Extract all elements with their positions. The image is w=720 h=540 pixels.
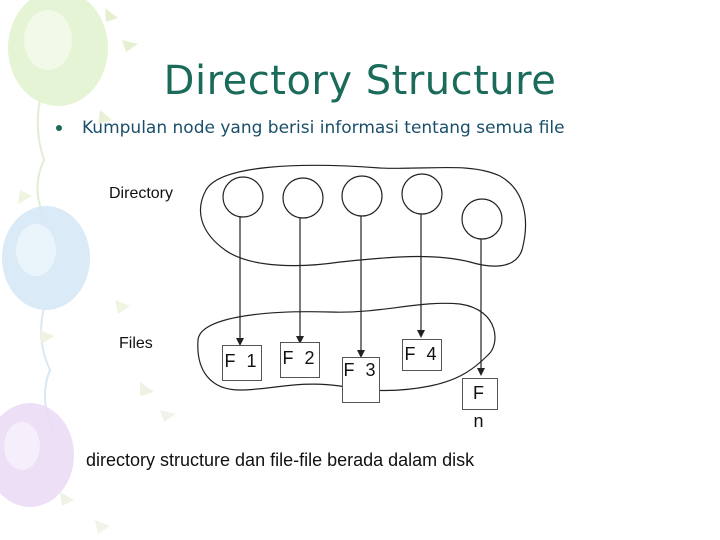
slide-title: Directory Structure xyxy=(163,58,557,104)
directory-node xyxy=(282,177,324,219)
directory-label: Directory xyxy=(109,185,174,202)
bullet-text: Kumpulan node yang berisi informasi tent… xyxy=(82,118,565,138)
directory-node xyxy=(341,175,383,217)
file-f2: F 2 xyxy=(280,342,320,378)
files-outline xyxy=(197,302,496,392)
directory-node xyxy=(222,176,264,218)
file-f3: F 3 xyxy=(342,357,380,403)
file-f4: F 4 xyxy=(402,339,442,371)
directory-node xyxy=(461,198,503,240)
file-fn: F n xyxy=(462,378,498,431)
bullet-dot-icon xyxy=(56,125,62,131)
directory-outline xyxy=(199,164,527,267)
files-label: Files xyxy=(119,335,153,352)
directory-node xyxy=(401,173,443,215)
diagram-caption: directory structure dan file-file berada… xyxy=(86,450,475,470)
file-f1: F 1 xyxy=(222,345,262,381)
